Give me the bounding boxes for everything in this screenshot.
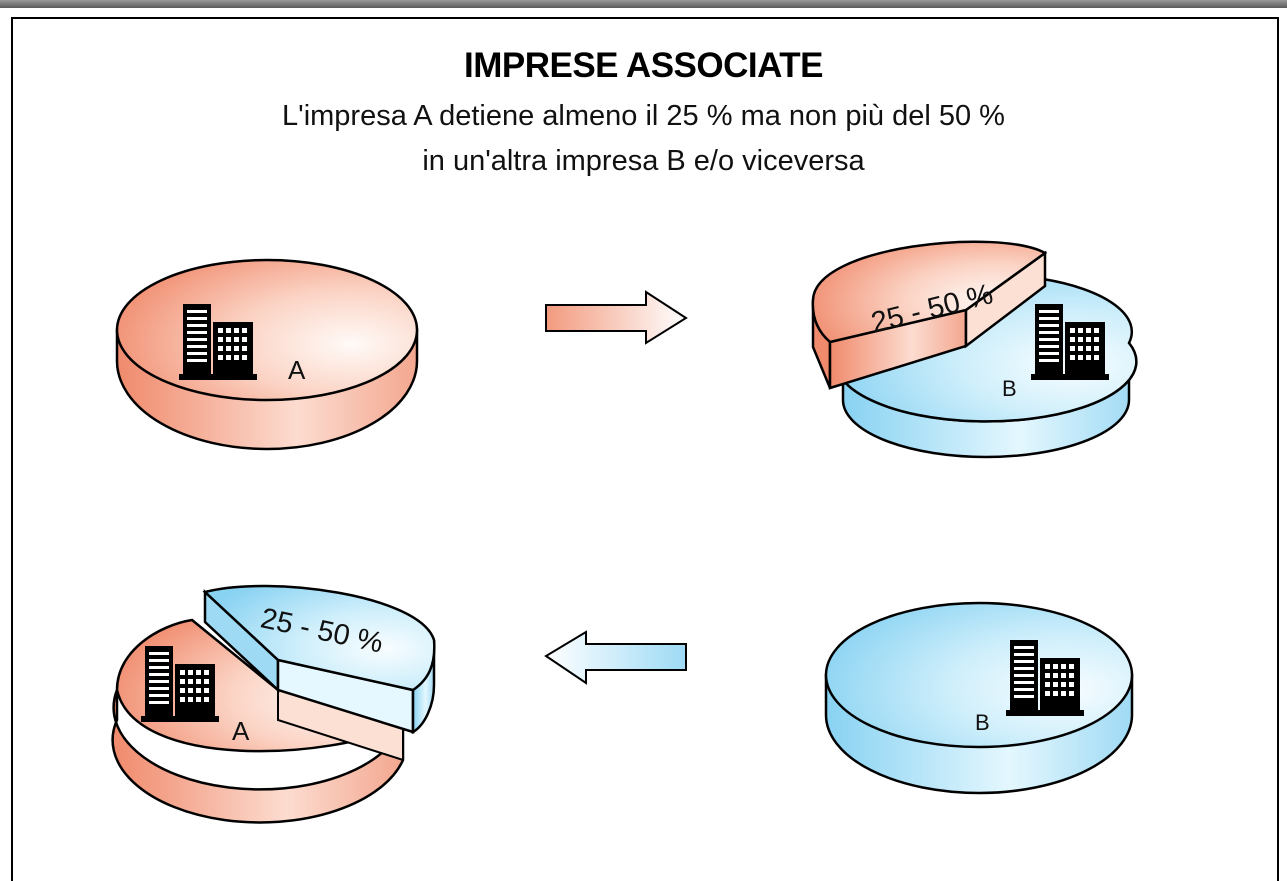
- diagram-frame: [11, 17, 1279, 881]
- company-b-disc-bottom: [824, 601, 1134, 795]
- arrow-left-icon: [544, 630, 687, 685]
- diagram-title: IMPRESE ASSOCIATE: [463, 46, 824, 85]
- arrow-right-icon: [545, 290, 688, 345]
- company-a-label-bottom: A: [232, 716, 250, 746]
- company-b-label-top: B: [1002, 376, 1017, 401]
- company-a-disc-top: [115, 258, 419, 451]
- window-top-bar: [0, 0, 1287, 8]
- diagram-subtitle-line-2: in un'altra impresa B e/o viceversa: [422, 145, 865, 177]
- diagram-subtitle-line-1: L'impresa A detiene almeno il 25 % ma no…: [282, 100, 1005, 132]
- company-b-label-bottom: B: [975, 710, 990, 735]
- company-a-label-top: A: [288, 355, 306, 385]
